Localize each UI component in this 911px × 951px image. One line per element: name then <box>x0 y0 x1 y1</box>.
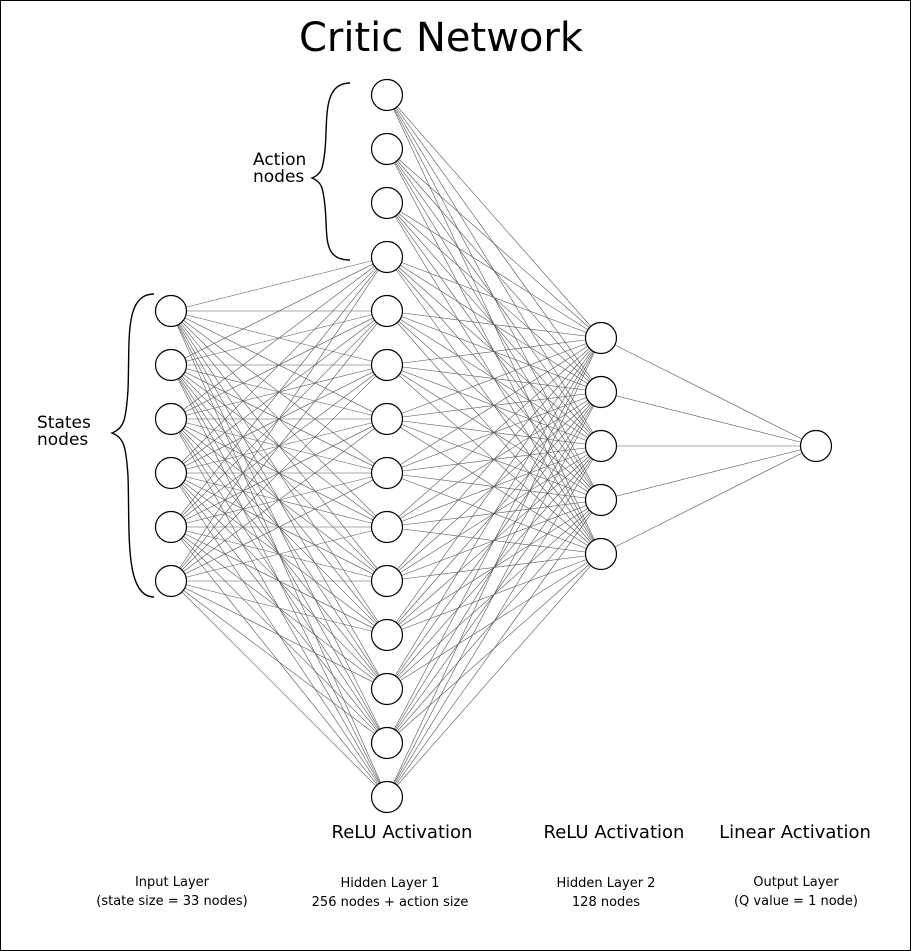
edge-hidden1-hidden2 <box>386 337 602 420</box>
edge-input-hidden1 <box>170 256 388 312</box>
input-node <box>154 402 188 436</box>
edge-hidden1-hidden2 <box>386 94 602 339</box>
states-nodes-label-line1: States <box>37 413 91 433</box>
hidden2-node <box>584 483 618 517</box>
edge-input-hidden1 <box>170 580 388 636</box>
edge-input-hidden1 <box>170 472 388 582</box>
hidden1-node <box>370 510 404 544</box>
edge-hidden1-hidden2 <box>386 256 602 339</box>
edge-hidden2-output <box>600 337 817 447</box>
output-node <box>799 429 833 463</box>
hidden1-activation-label: ReLU Activation <box>332 822 473 843</box>
edge-hidden1-hidden2 <box>386 337 602 798</box>
network-nodes <box>154 78 833 814</box>
edge-input-hidden1 <box>170 580 388 798</box>
hidden2-node <box>584 321 618 355</box>
edge-hidden1-hidden2 <box>386 337 602 636</box>
edge-input-hidden1 <box>170 256 388 474</box>
edge-hidden1-hidden2 <box>386 337 602 582</box>
hidden2-activation-label: ReLU Activation <box>544 822 685 843</box>
edge-hidden1-hidden2 <box>386 148 602 339</box>
edge-input-hidden1 <box>170 526 388 582</box>
edge-input-hidden1 <box>170 580 388 744</box>
action-node <box>370 186 404 220</box>
diagram-title: Critic Network <box>299 15 584 61</box>
edge-input-hidden1 <box>170 256 388 528</box>
output-layer-caption-line1: Output Layer <box>753 875 839 890</box>
edge-hidden1-hidden2 <box>386 337 602 366</box>
edge-hidden1-hidden2 <box>386 445 602 798</box>
hidden1-node <box>370 780 404 814</box>
hidden1-layer-caption-line1: Hidden Layer 1 <box>341 876 440 891</box>
hidden1-node <box>370 618 404 652</box>
edge-hidden1-hidden2 <box>386 391 602 798</box>
hidden2-node <box>584 429 618 463</box>
action-nodes-brace <box>310 82 351 261</box>
edge-input-hidden1 <box>170 256 388 366</box>
connection-edges <box>170 94 817 798</box>
input-node <box>154 510 188 544</box>
action-nodes-label-line2: nodes <box>253 167 304 187</box>
hidden2-node <box>584 537 618 571</box>
edge-input-hidden1 <box>170 364 388 582</box>
hidden2-layer-caption-line2: 128 nodes <box>572 895 640 910</box>
hidden1-node <box>370 726 404 760</box>
edge-hidden1-hidden2 <box>386 553 602 798</box>
edge-hidden2-output <box>600 445 817 555</box>
edge-hidden1-hidden2 <box>386 337 602 690</box>
input-node <box>154 564 188 598</box>
edge-input-hidden1 <box>170 418 388 582</box>
edge-hidden1-hidden2 <box>386 337 602 744</box>
edge-input-hidden1 <box>170 310 388 582</box>
edge-hidden2-output <box>600 391 817 447</box>
hidden2-node <box>584 375 618 409</box>
output-activation-label: Linear Activation <box>719 822 871 843</box>
edge-hidden1-hidden2 <box>386 310 602 339</box>
hidden1-node <box>370 240 404 274</box>
edge-hidden1-hidden2 <box>386 202 602 339</box>
input-node <box>154 294 188 328</box>
hidden1-node <box>370 402 404 436</box>
action-node <box>370 78 404 112</box>
edge-hidden1-hidden2 <box>386 337 602 474</box>
edge-hidden1-hidden2 <box>386 499 602 798</box>
hidden2-layer-caption-line1: Hidden Layer 2 <box>557 876 656 891</box>
hidden1-node <box>370 348 404 382</box>
states-nodes-brace <box>110 293 155 598</box>
edge-input-hidden1 <box>170 256 388 582</box>
states-nodes-label-line2: nodes <box>37 430 88 450</box>
input-layer-caption-line1: Input Layer <box>135 875 210 890</box>
edge-hidden1-hidden2 <box>386 337 602 528</box>
hidden1-node <box>370 672 404 706</box>
edge-hidden2-output <box>600 445 817 501</box>
action-nodes-label-line1: Action <box>253 150 306 170</box>
hidden1-layer-caption-line2: 256 nodes + action size <box>312 895 469 910</box>
hidden1-node <box>370 456 404 490</box>
hidden1-node <box>370 564 404 598</box>
input-node <box>154 348 188 382</box>
input-layer-caption-line2: (state size = 33 nodes) <box>96 894 247 909</box>
edge-input-hidden1 <box>170 256 388 420</box>
edge-input-hidden1 <box>170 580 388 690</box>
hidden1-node <box>370 294 404 328</box>
output-layer-caption-line2: (Q value = 1 node) <box>734 894 858 909</box>
input-node <box>154 456 188 490</box>
action-node <box>370 132 404 166</box>
